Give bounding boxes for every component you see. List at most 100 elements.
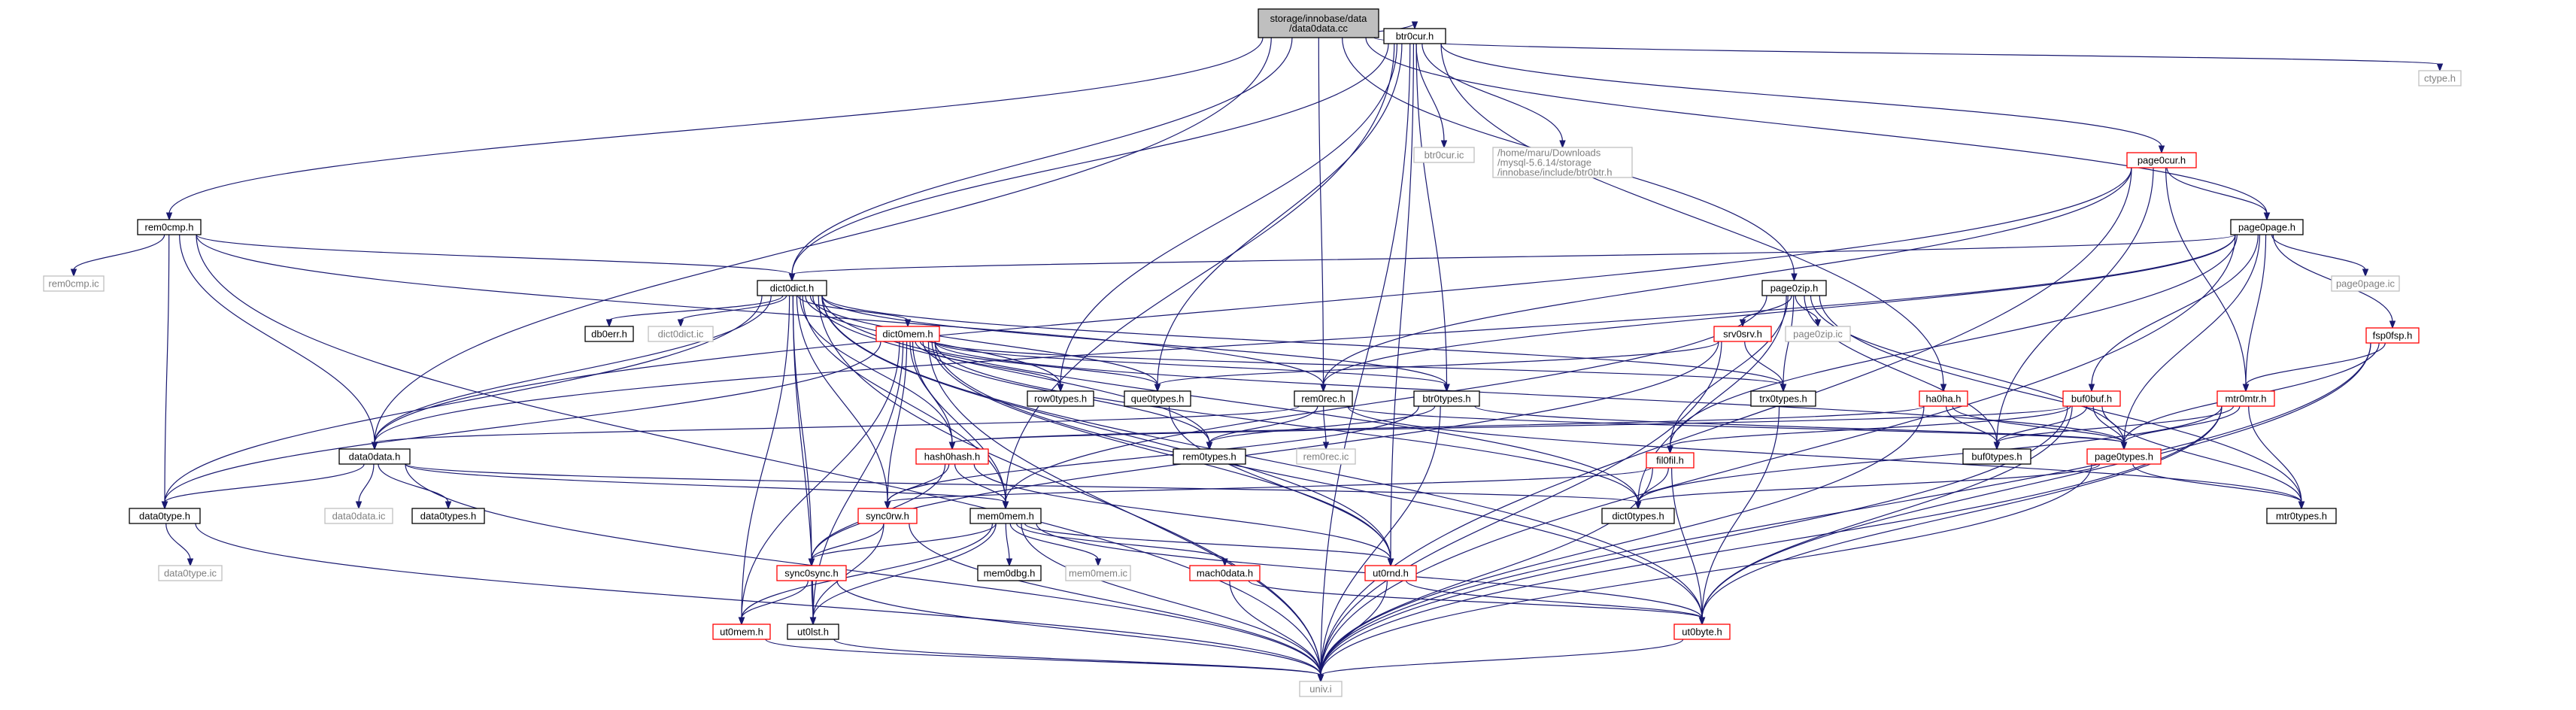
- node-label: dict0types.h: [1612, 511, 1664, 522]
- node-mtr0types-h[interactable]: mtr0types.h: [2266, 508, 2337, 524]
- node-buf0buf-h[interactable]: buf0buf.h: [2062, 390, 2121, 407]
- node-mach0data-h[interactable]: mach0data.h: [1189, 565, 1261, 581]
- node-ut0rnd-h[interactable]: ut0rnd.h: [1364, 565, 1417, 581]
- node-label: /data0data.cc: [1289, 23, 1349, 34]
- node-label: mem0mem.ic: [1069, 568, 1128, 579]
- node-root[interactable]: storage/innobase/data/data0data.cc: [1258, 8, 1379, 38]
- node-ctype-h: ctype.h: [2418, 70, 2462, 86]
- node-label: ut0lst.h: [797, 627, 829, 638]
- node-rem0rec-ic: rem0rec.ic: [1296, 448, 1356, 465]
- node-label: fil0fil.h: [1656, 455, 1684, 466]
- node-label: data0type.ic: [164, 568, 217, 579]
- node-label: row0types.h: [1034, 393, 1087, 405]
- node-label: btr0cur.h: [1396, 31, 1434, 42]
- node-btr0types-h[interactable]: btr0types.h: [1413, 390, 1480, 407]
- edge-dict0dict_h-to-data0data_h: [371, 295, 772, 451]
- node-label: mem0dbg.h: [984, 568, 1036, 579]
- node-label: rem0rec.h: [1301, 393, 1346, 405]
- node-label: rem0cmp.h: [144, 222, 193, 233]
- node-hash0hash-h[interactable]: hash0hash.h: [915, 448, 989, 465]
- edge-page0page_h-to-page0types_h: [2120, 234, 2261, 451]
- node-trx0types-h[interactable]: trx0types.h: [1750, 390, 1816, 407]
- node-label: /innobase/include/btr0btr.h: [1497, 167, 1613, 178]
- node-rem0types-h[interactable]: rem0types.h: [1173, 448, 1246, 465]
- node-page0cur-h[interactable]: page0cur.h: [2126, 152, 2197, 168]
- edge-btr0cur_h-to-btr0types_h: [1415, 43, 1450, 393]
- node-page0types-h[interactable]: page0types.h: [2086, 448, 2162, 465]
- node-data0data-h[interactable]: data0data.h: [338, 448, 411, 465]
- node-mtr0mtr-h[interactable]: mtr0mtr.h: [2216, 390, 2275, 407]
- edge-page0types_h-to-mtr0types_h: [2132, 463, 2305, 510]
- edge-page0cur_h-to-mtr0mtr_h: [2165, 167, 2250, 393]
- node-label: page0zip.h: [1770, 283, 1819, 294]
- node-label: buf0buf.h: [2071, 393, 2112, 405]
- node-label: dict0dict.h: [770, 283, 815, 294]
- edge-btr0cur_h-to-que0types_h: [1154, 43, 1403, 393]
- node-ut0byte-h[interactable]: ut0byte.h: [1673, 624, 1731, 640]
- edge-page0page_h-to-fil0fil_h: [1667, 234, 2238, 454]
- edge-ha0ha_h-to-buf0types_h: [1945, 405, 2001, 451]
- node-sync0rw-h[interactable]: sync0rw.h: [857, 508, 918, 524]
- edge-srv0srv_h-to-trx0types_h: [1744, 341, 1787, 393]
- edge-fsp0fsp_h-to-ut0byte_h: [1698, 342, 2371, 626]
- node-page0page-ic: page0page.ic: [2331, 275, 2400, 292]
- node-db0err-h[interactable]: db0err.h: [584, 326, 634, 342]
- node-ha0ha-h[interactable]: ha0ha.h: [1919, 390, 1968, 407]
- node-srv0srv-h[interactable]: srv0srv.h: [1713, 326, 1772, 342]
- edge-root-to-dict0dict_h: [788, 37, 1293, 282]
- node-label: ut0rnd.h: [1373, 568, 1409, 579]
- node-layer: storage/innobase/data/data0data.cc btr0cu…: [43, 8, 2462, 697]
- node-ut0mem-h[interactable]: ut0mem.h: [712, 624, 771, 640]
- node-rem0cmp-h[interactable]: rem0cmp.h: [137, 219, 202, 235]
- node-btr0cur-h[interactable]: btr0cur.h: [1383, 28, 1446, 44]
- edge-fil0fil_h-to-sync0rw_h: [884, 467, 1652, 510]
- node-label: dict0dict.ic: [658, 329, 704, 340]
- node-label: mach0data.h: [1197, 568, 1253, 579]
- node-rem0rec-h[interactable]: rem0rec.h: [1294, 390, 1353, 407]
- node-page0page-h[interactable]: page0page.h: [2230, 219, 2304, 235]
- node-data0type-ic: data0type.ic: [158, 565, 223, 581]
- edge-rem0rec_h-to-data0data_h: [371, 405, 1300, 451]
- node-data0type-h[interactable]: data0type.h: [129, 508, 201, 524]
- node-label: buf0types.h: [1971, 451, 2022, 463]
- edge-data0data_h-to-mem0mem_h: [405, 463, 1009, 510]
- edge-page0zip_h-to-page0zip_ic: [1795, 295, 1822, 328]
- node-label: dict0mem.h: [882, 329, 933, 340]
- edge-page0page_h-to-buf0buf_h: [2088, 234, 2259, 393]
- node-ut0lst-h[interactable]: ut0lst.h: [787, 624, 839, 640]
- edge-page0page_h-to-mtr0mtr_h: [2242, 234, 2267, 393]
- edge-btr0cur_h-to-page0cur_h: [1440, 43, 2165, 154]
- node-data0types-h[interactable]: data0types.h: [411, 508, 485, 524]
- node-label: storage/innobase/data: [1270, 13, 1367, 24]
- edge-dict0dict_h-to-trx0types_h: [821, 295, 1787, 393]
- node-dict0dict-h[interactable]: dict0dict.h: [757, 280, 827, 296]
- node-mem0mem-h[interactable]: mem0mem.h: [969, 508, 1042, 524]
- node-que0types-h[interactable]: que0types.h: [1124, 390, 1191, 407]
- node-buf0types-h[interactable]: buf0types.h: [1962, 448, 2031, 465]
- node-fil0fil-h[interactable]: fil0fil.h: [1646, 452, 1695, 469]
- node-page0zip-h[interactable]: page0zip.h: [1761, 280, 1827, 296]
- node-sync0sync-h[interactable]: sync0sync.h: [776, 565, 847, 581]
- node-label: ha0ha.h: [1926, 393, 1962, 405]
- node-fsp0fsp-h[interactable]: fsp0fsp.h: [2365, 327, 2420, 344]
- node-label: db0err.h: [591, 329, 627, 340]
- edge-fsp0fsp_h-to-mtr0mtr_h: [2242, 342, 2386, 393]
- node-dict0mem-h[interactable]: dict0mem.h: [875, 326, 940, 342]
- edge-page0cur_h-to-rem0rec_h: [1320, 167, 2132, 393]
- node-label: data0data.ic: [332, 511, 386, 522]
- node-label: /mysql-5.6.14/storage: [1497, 157, 1591, 168]
- node-rem0cmp-ic: rem0cmp.ic: [43, 275, 105, 292]
- edge-dict0dict_h-to-univ_i: [818, 295, 1324, 683]
- edge-root-to-rem0rec_h: [1318, 37, 1327, 393]
- edge-page0types_h-to-dict0types_h: [1634, 463, 2101, 510]
- edge-page0zip_h-to-fil0fil_h: [1667, 295, 1789, 454]
- node-mem0dbg-h[interactable]: mem0dbg.h: [977, 565, 1042, 581]
- node-dict0dict-ic: dict0dict.ic: [648, 326, 714, 342]
- node-row0types-h[interactable]: row0types.h: [1027, 390, 1094, 407]
- edge-btr0cur_h-to-dict0dict_h: [788, 43, 1389, 282]
- edge-root-to-data0data_h: [371, 37, 1272, 451]
- node-dict0types-h[interactable]: dict0types.h: [1601, 508, 1675, 524]
- edge-ha0ha_h-to-univ_i: [1317, 405, 1925, 683]
- edge-sync0sync_h-to-ut0mem_h: [738, 580, 809, 626]
- edge-page0zip_h-to-trx0types_h: [1780, 295, 1795, 393]
